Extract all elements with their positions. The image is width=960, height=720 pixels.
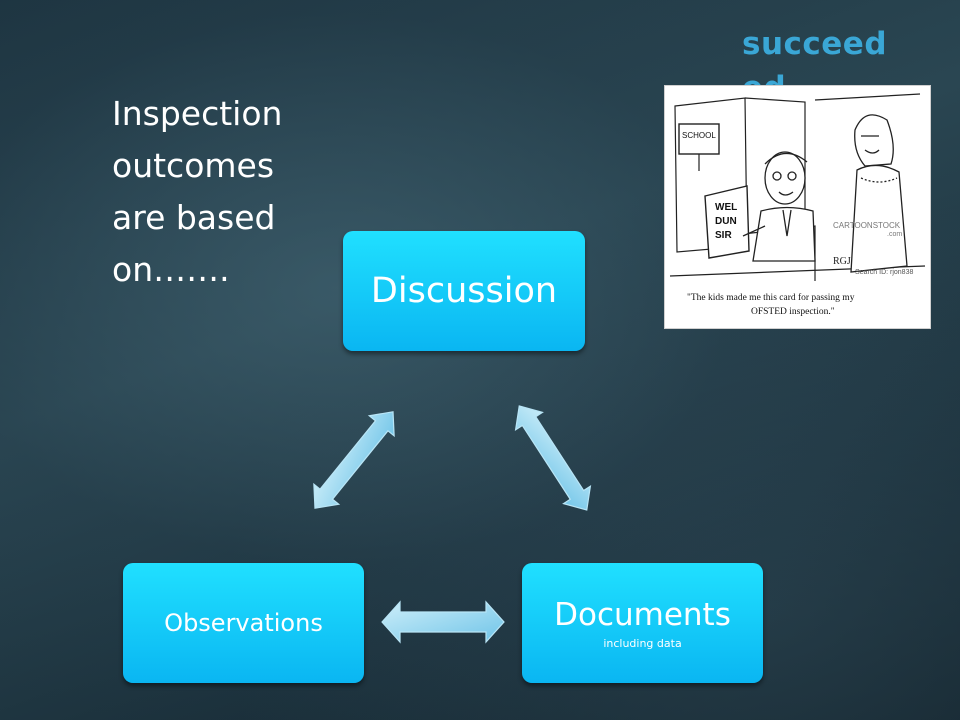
headline-line-3: are based [112,198,276,237]
card-text-2: DUN [715,216,737,227]
caption-line-1: "The kids made me this card for passing … [687,292,855,303]
card-text-3: SIR [715,230,732,241]
headline-line-2: outcomes [112,146,275,185]
headline: Inspection outcomes are based on……. [112,88,322,296]
node-discussion-label: Discussion [370,271,558,311]
node-observations-label: Observations [164,609,323,637]
node-documents-label: Documents [554,596,731,633]
man-figure [742,151,816,262]
arrow-top-right [514,405,592,511]
woman-figure [850,114,908,273]
arrow-top-left [313,411,395,509]
card-text-1: WEL [715,202,737,213]
signature: RGJ [833,256,851,267]
school-sign-text: SCHOOL [682,131,716,140]
watermark-url: .com [887,231,902,238]
search-id: Search ID: rjon838 [855,269,913,276]
headline-line-4: on……. [112,250,230,289]
arrow-bottom [381,600,505,644]
cartoon-drawing: SCHOOL WEL DUN SIR [669,93,926,317]
cartoon-image: SCHOOL WEL DUN SIR [664,85,931,329]
caption-line-2: OFSTED inspection." [751,307,835,317]
node-documents-sublabel: including data [603,636,682,650]
headline-line-1: Inspection [112,94,283,133]
node-documents: Documents including data [522,563,763,683]
card-drawing [704,185,750,259]
node-discussion: Discussion [343,231,585,351]
school-sign [678,123,720,155]
node-observations: Observations [123,563,364,683]
watermark-text: CARTOONSTOCK [833,221,901,230]
